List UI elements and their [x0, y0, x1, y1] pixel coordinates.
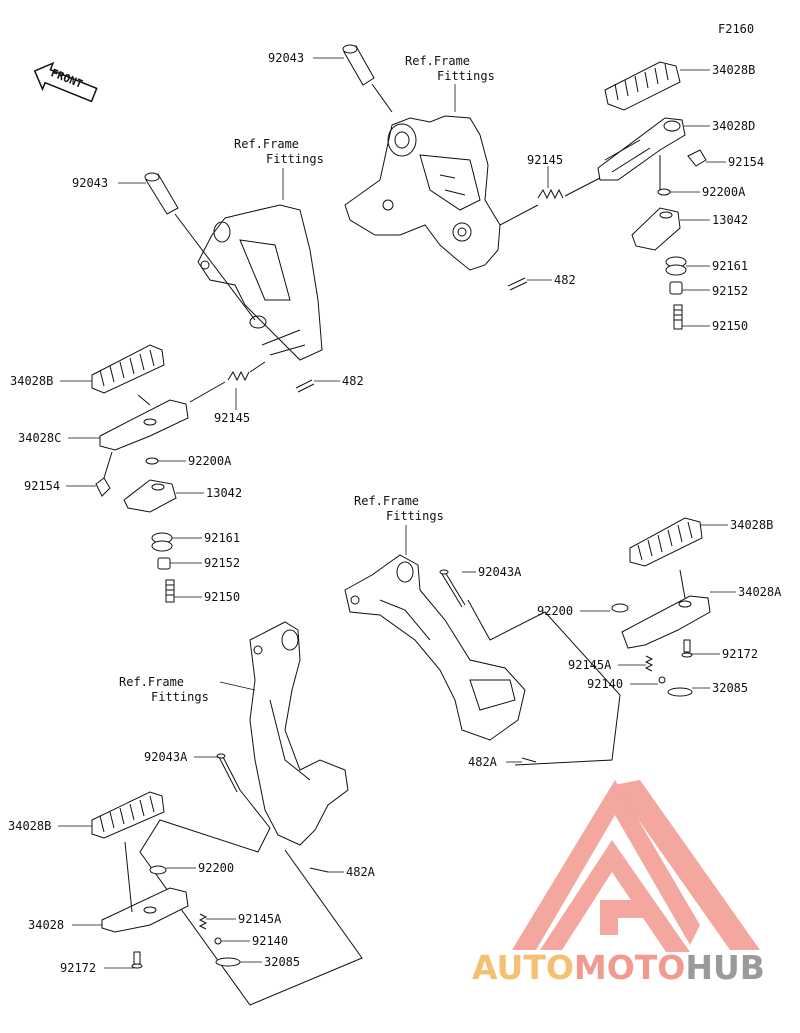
part-label: 482 [554, 273, 576, 287]
collar-92152-upper [669, 281, 683, 295]
part-label: 92154 [24, 479, 61, 493]
spring-92145-upper [499, 177, 601, 226]
plate-32085-left [215, 957, 241, 967]
pin-92043-left [144, 172, 256, 321]
bolt-92150-upper [673, 304, 683, 330]
ball-92140-right [658, 676, 666, 684]
part-label: 32085 [712, 681, 749, 695]
part-label: 92200A [702, 185, 746, 199]
bracket-13042-left [123, 479, 177, 513]
part-label: 92150 [204, 590, 241, 604]
part-label: 482 [342, 374, 364, 388]
part-label: 92140 [252, 934, 289, 948]
part-label: 482A [346, 865, 375, 879]
part-label: 482A [468, 755, 497, 769]
bolt-92154-left [95, 451, 113, 497]
part-label: 13042 [206, 486, 243, 500]
leader-lines [58, 57, 736, 969]
part-label: 92145 [527, 153, 564, 167]
part-label: 34028D [712, 119, 756, 133]
part-label: 13042 [712, 213, 749, 227]
part-label: 34028B [712, 63, 756, 77]
part-label: 92140 [587, 677, 624, 691]
ball-92140-left [214, 937, 222, 945]
bolt-92172-left [131, 951, 143, 969]
plate-32085-right [667, 687, 693, 697]
washer-92200-right [611, 603, 629, 613]
part-label: 92152 [712, 284, 749, 298]
watermark-text: AUTOMOTOHUB [472, 948, 765, 987]
washer-92200A-upper [657, 188, 671, 196]
footpeg-34028D [597, 117, 686, 190]
part-label: 92172 [722, 647, 759, 661]
part-label: 34028B [8, 819, 52, 833]
frame-bracket-lower-left [249, 621, 349, 846]
part-label: 92043 [72, 176, 109, 190]
frame-bracket-upper-left [197, 204, 323, 361]
part-label: 34028 [28, 918, 65, 932]
part-label: 92154 [728, 155, 765, 169]
washer-92200-left [149, 865, 167, 875]
part-label: 92043 [268, 51, 305, 65]
pin-92043-upper [342, 44, 393, 113]
part-label: 34028B [730, 518, 774, 532]
part-label: 92200A [188, 454, 232, 468]
footpeg-rubber-lower-left [91, 791, 165, 839]
footpeg-34028 [101, 841, 189, 933]
front-arrow-icon [33, 61, 98, 103]
part-label: 92172 [60, 961, 97, 975]
watermark-logo-icon [512, 780, 760, 952]
part-label: 92145A [568, 658, 612, 672]
part-label: 32085 [264, 955, 301, 969]
pin-92043A-right [439, 569, 621, 766]
part-label: 34028A [738, 585, 782, 599]
diagram-code: F2160 [718, 22, 755, 36]
cotter-pin-482-upper [507, 277, 528, 291]
part-label: 34028C [18, 431, 62, 445]
washer-92200A-left [145, 457, 159, 465]
bracket-13042-upper [631, 207, 681, 251]
spring-92145A-left [198, 913, 208, 930]
part-label: 92043A [144, 750, 188, 764]
bolt-92154-upper [687, 149, 707, 167]
footpeg-34028C [99, 394, 189, 451]
footpeg-34028A [621, 569, 711, 649]
part-label: 92161 [204, 531, 241, 545]
frame-bracket-lower-right [344, 554, 526, 741]
part-label: 92145A [238, 912, 282, 926]
part-label: 92152 [204, 556, 241, 570]
frame-bracket-upper-right [344, 115, 501, 271]
part-label: 92150 [712, 319, 749, 333]
part-label: 92145 [214, 411, 251, 425]
footpeg-rubber-upper-right [604, 61, 681, 111]
part-label: 92161 [712, 259, 749, 273]
bolt-92172-right [681, 639, 693, 658]
part-label: 92200 [537, 604, 574, 618]
collar-92152-left [157, 557, 171, 570]
spring-92145A-right [644, 655, 654, 672]
pin-92043A-left [139, 753, 363, 1006]
cotter-pin-482-left [295, 379, 315, 393]
part-label: 34028B [10, 374, 54, 388]
footpeg-rubber-lower-right [629, 517, 703, 567]
part-label: 92043A [478, 565, 522, 579]
bushing-92161-upper [665, 256, 687, 276]
cotter-pin-482A-right [521, 757, 537, 763]
bushing-92161-left [151, 532, 173, 552]
footpeg-rubber-upper-left [91, 344, 165, 394]
spring-92145-left [189, 361, 266, 403]
part-label: 92200 [198, 861, 235, 875]
bolt-92150-left [165, 579, 175, 603]
cotter-pin-482A-left [309, 867, 329, 873]
